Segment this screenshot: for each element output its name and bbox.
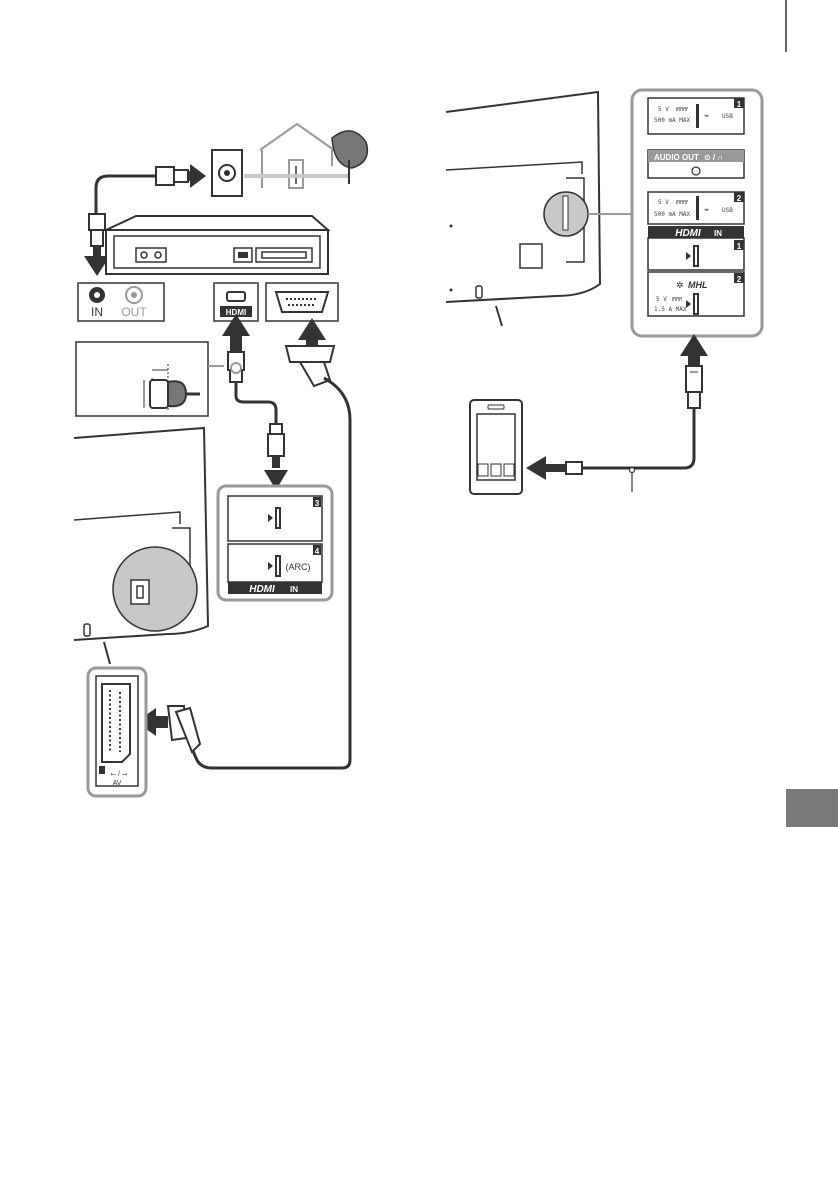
antenna-in-label: IN <box>91 305 103 319</box>
hdmi-port-4-number: 4 <box>315 547 320 556</box>
mhl-label: MHL <box>688 280 708 290</box>
mhl-cable <box>526 334 708 492</box>
usb1-label: USB <box>722 113 733 120</box>
hdmi-plug-detail-inset <box>76 342 224 416</box>
tv-scart-av-panel: ⭠ / ⭢ AV <box>88 668 146 796</box>
audio-out-symbols: ⊙ / ∩ <box>704 153 723 162</box>
audio-out-label: AUDIO OUT <box>654 153 699 162</box>
usb2-label: USB <box>722 207 733 214</box>
arc-label: (ARC) <box>286 562 311 572</box>
hdmi-in-suffix-left: IN <box>290 585 298 594</box>
smartphone-icon <box>470 400 522 494</box>
mhl-star-icon: ✲ <box>676 280 684 290</box>
tv-hdmi-panel-3-4: 3 4 (ARC) HDMI IN <box>218 486 332 600</box>
usb1-voltage: 5 V <box>658 106 669 113</box>
usb2-voltage: 5 V <box>658 199 669 206</box>
box-scart-jack <box>266 283 338 321</box>
tv-rear-left <box>74 428 208 664</box>
antenna-out-label: OUT <box>121 305 147 319</box>
coax-plug-icon <box>156 164 206 188</box>
scart-av-label: AV <box>113 780 122 787</box>
mhl-voltage: 5 V <box>656 296 667 303</box>
usb2-current: 500 mA MAX <box>654 211 691 218</box>
hdmi-port-3-number: 3 <box>315 499 320 508</box>
wall-socket <box>212 150 242 196</box>
coax-cable <box>96 176 162 214</box>
tv-rear-right <box>446 92 632 326</box>
hdmi-in-suffix-right: IN <box>714 229 722 238</box>
usb2-number: 2 <box>737 194 742 203</box>
section-tab <box>786 789 838 827</box>
headphone-jack-icon <box>692 167 700 175</box>
hdmi-cable <box>222 314 288 490</box>
tv-side-panel: 1 5 V 500 mA MAX ⇸ USB AUDIO OUT ⊙ / ∩ 2… <box>632 90 762 336</box>
hdmi-in-logo-left: HDMI <box>249 584 275 595</box>
usb1-number: 1 <box>737 100 742 109</box>
hdmi2-number: 2 <box>737 275 742 284</box>
antenna-jack-panel: IN OUT <box>78 283 164 321</box>
mhl-current: 1.5 A MAX <box>654 306 687 313</box>
usb1-current: 500 mA MAX <box>654 117 691 124</box>
set-top-box <box>106 216 328 274</box>
scart-icon-text: ⭠ / ⭢ <box>110 771 127 778</box>
usb2-symbol-icon: ⇸ <box>704 205 709 214</box>
usb1-symbol-icon: ⇸ <box>704 111 709 120</box>
house-icon <box>260 124 334 188</box>
hdmi1-number: 1 <box>737 242 742 251</box>
